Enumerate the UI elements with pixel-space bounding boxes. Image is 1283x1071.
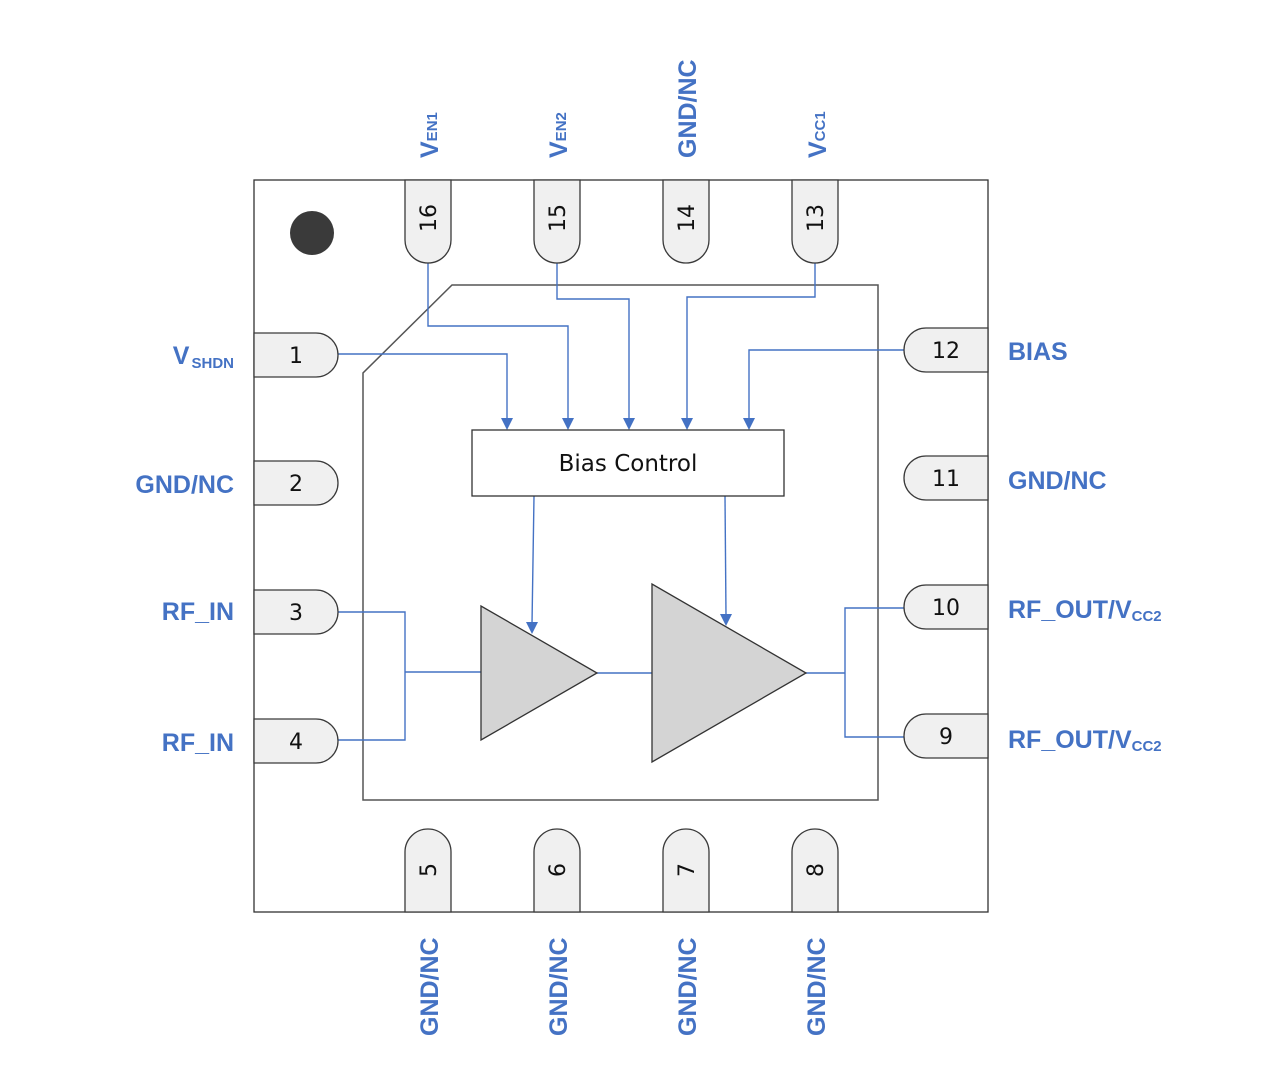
pin-6-label: GND/NC [545,937,573,1036]
pin-4-number: 4 [289,730,303,755]
pin-6: 6 GND/NC [533,828,581,1036]
pin-11-number: 11 [932,467,960,492]
pin-8-number: 8 [804,863,829,877]
wires [338,262,904,741]
pin1-marker-dot [290,211,334,255]
pin-9: 9 RF_OUT/VCC2 [903,713,1162,759]
pin-5-pad [404,828,452,913]
pin-14-pad [662,179,710,264]
package-outline [253,179,989,913]
pin-1-number: 1 [289,344,303,369]
bias-control-block [471,429,785,497]
wire-bias-amp1 [531,495,535,625]
pin-13-label: VCC1 [804,111,832,158]
pin-12-number: 12 [932,339,960,364]
pin-9-pad [903,713,989,759]
pin-13: 13 VCC1 [791,111,839,264]
pin-11: 11 GND/NC [903,455,1107,501]
pin-9-number: 9 [939,725,953,750]
pin-16-label: VEN1 [416,112,444,158]
wire-pin16-bias [427,262,569,420]
pin-15-pad [533,179,581,264]
pin-9-label: RF_OUT/VCC2 [1008,726,1162,755]
bottom-pins: 5 GND/NC 6 GND/NC 7 GND/NC 8 GND/NC [404,828,839,1036]
wire-rf-in-bus [338,611,406,741]
arrow-pin16 [562,418,574,430]
pin-1-pad [253,332,339,378]
pin-2-number: 2 [289,472,303,497]
pin-3-number: 3 [289,601,303,626]
pin-5-number: 5 [417,863,442,877]
pin-3: 3 RF_IN [162,589,339,635]
pin-7-pad [662,828,710,913]
pin-14-label: GND/NC [674,59,702,158]
pin-7-number: 7 [675,863,700,877]
pin-16-pad [404,179,452,264]
pin-15: 15 VEN2 [533,112,581,264]
pin-2-label: GND/NC [135,471,234,499]
pin-5-label: GND/NC [416,937,444,1036]
pin-4-label: RF_IN [162,729,234,757]
stage-1-amplifier [480,604,599,742]
pin-8-label: GND/NC [803,937,831,1036]
pin-5: 5 GND/NC [404,828,452,1036]
pin-10-number: 10 [932,596,960,621]
right-pins: 12 BIAS 11 GND/NC 10 RF_OUT/VCC2 9 RF_OU… [903,327,1162,759]
pin-7: 7 GND/NC [662,828,710,1036]
pin-2: 2 GND/NC [135,460,339,506]
pin-12-pad [903,327,989,373]
arrow-pin1 [501,418,513,430]
wire-bias-amp2 [724,495,727,617]
die-outline [362,284,879,801]
pin-10-label: RF_OUT/VCC2 [1008,596,1162,625]
pin-13-number: 13 [804,204,829,232]
pin-15-label: VEN2 [545,112,573,158]
pin-14: 14 GND/NC [662,59,710,264]
pin-12-label: BIAS [1008,338,1068,366]
pin-11-label: GND/NC [1008,467,1107,495]
pin-13-pad [791,179,839,264]
pin-14-number: 14 [675,204,700,232]
wire-pin15-bias [556,262,630,420]
wire-rf-out-bus [844,607,904,738]
pin-3-pad [253,589,339,635]
pin-7-label: GND/NC [674,937,702,1036]
stage-2-amplifier [651,582,808,764]
pin-6-pad [533,828,581,913]
pin-16: 16 VEN1 [404,112,452,264]
wire-pin13-bias [686,262,816,420]
arrow-pin12 [743,418,755,430]
pin-3-label: RF_IN [162,598,234,626]
pin-8-pad [791,828,839,913]
pin-10: 10 RF_OUT/VCC2 [903,584,1162,630]
pin-4: 4 RF_IN [162,718,339,764]
pin-4-pad [253,718,339,764]
pin-16-number: 16 [417,204,442,232]
bias-control-label: Bias Control [559,451,698,477]
pin-11-pad [903,455,989,501]
arrow-amp1 [526,622,538,634]
wire-pin12-bias [748,349,904,420]
arrow-pin13 [681,418,693,430]
arrow-amp2 [720,614,732,626]
pin-6-number: 6 [546,863,571,877]
pin-10-pad [903,584,989,630]
pin-15-number: 15 [546,204,571,232]
top-pins: 16 VEN1 15 VEN2 14 GND/NC 13 VCC1 [404,59,839,264]
arrow-pin15 [623,418,635,430]
pin-12: 12 BIAS [903,327,1068,373]
pin-8: 8 GND/NC [791,828,839,1036]
pin-2-pad [253,460,339,506]
wire-pin1-bias [338,353,508,420]
